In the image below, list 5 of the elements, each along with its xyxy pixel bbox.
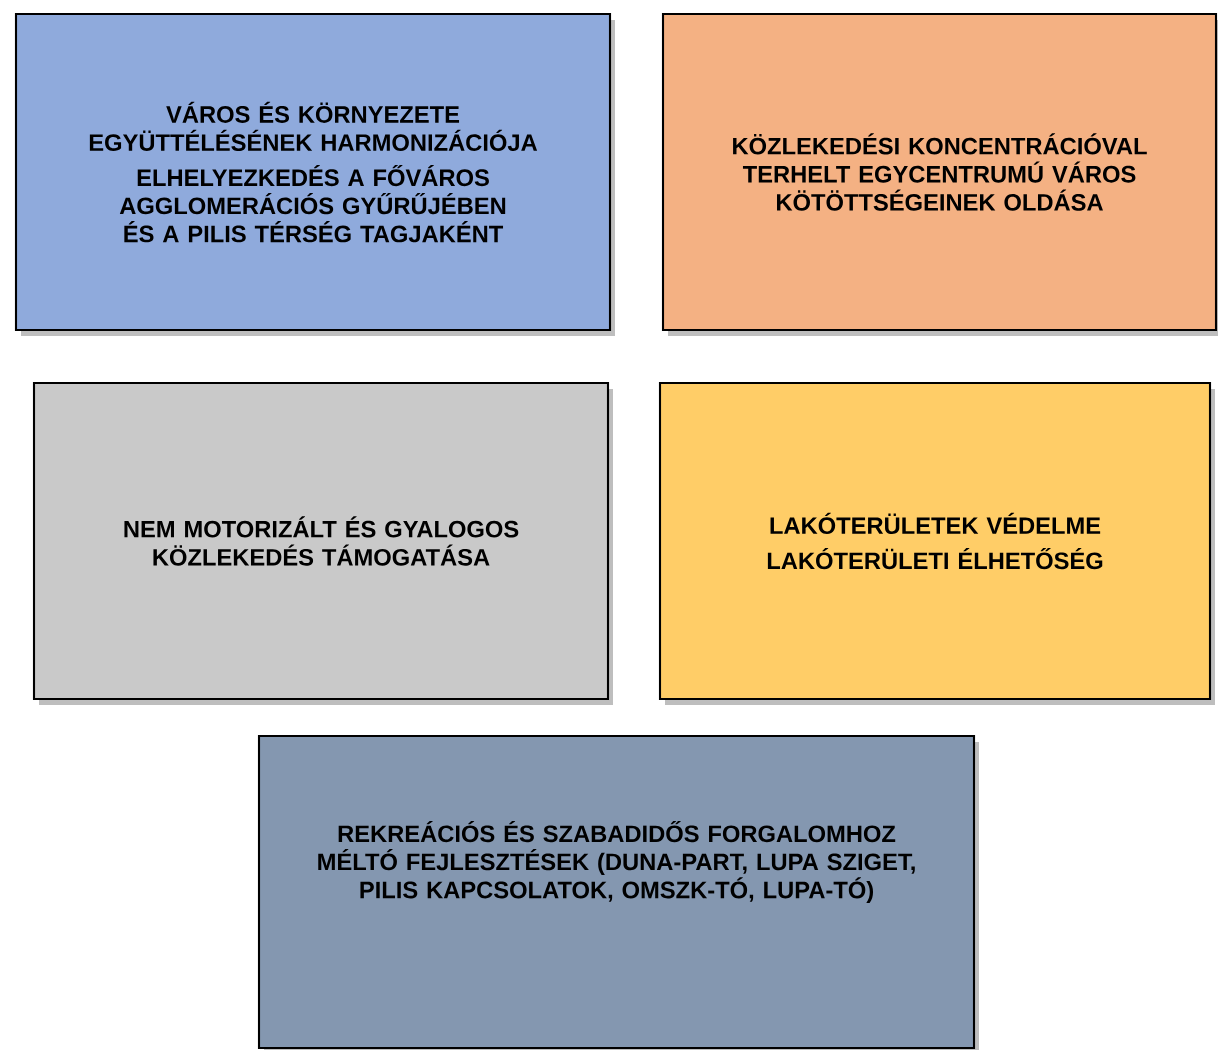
- text-box: NEM MOTORIZÁLT ÉS GYALOGOS KÖZLEKEDÉS TÁMOGATÁSA: [32, 381, 613, 705]
- text-box: VÁROS ÉS KÖRNYEZETE EGYÜTTÉLÉSÉNEK HARMONIZÁCIÓJA ELHELYEZKEDÉS A FŐVÁROS AGGLOMERÁCIÓS GYŰRŰJÉBEN ÉS A PILIS TÉRSÉG TAGJAKÉNT: [14, 12, 615, 336]
- text-box: KÖZLEKEDÉSI KONCENTRÁCIÓVAL TERHELT EGYCENTRUMÚ VÁROS KÖTÖTTSÉGEINEK OLDÁSA: [661, 12, 1218, 336]
- text-box: LAKÓTERÜLETEK VÉDELME LAKÓTERÜLETI ÉLHETŐSÉG: [658, 381, 1215, 705]
- text-box: REKREÁCIÓS ÉS SZABADIDŐS FORGALOMHOZ MÉLTÓ FEJLESZTÉSEK (DUNA-PART, LUPA SZIGET, PILIS KAPCSOLATOK, OMSZK-TÓ, LUPA-TÓ): [257, 734, 979, 1050]
